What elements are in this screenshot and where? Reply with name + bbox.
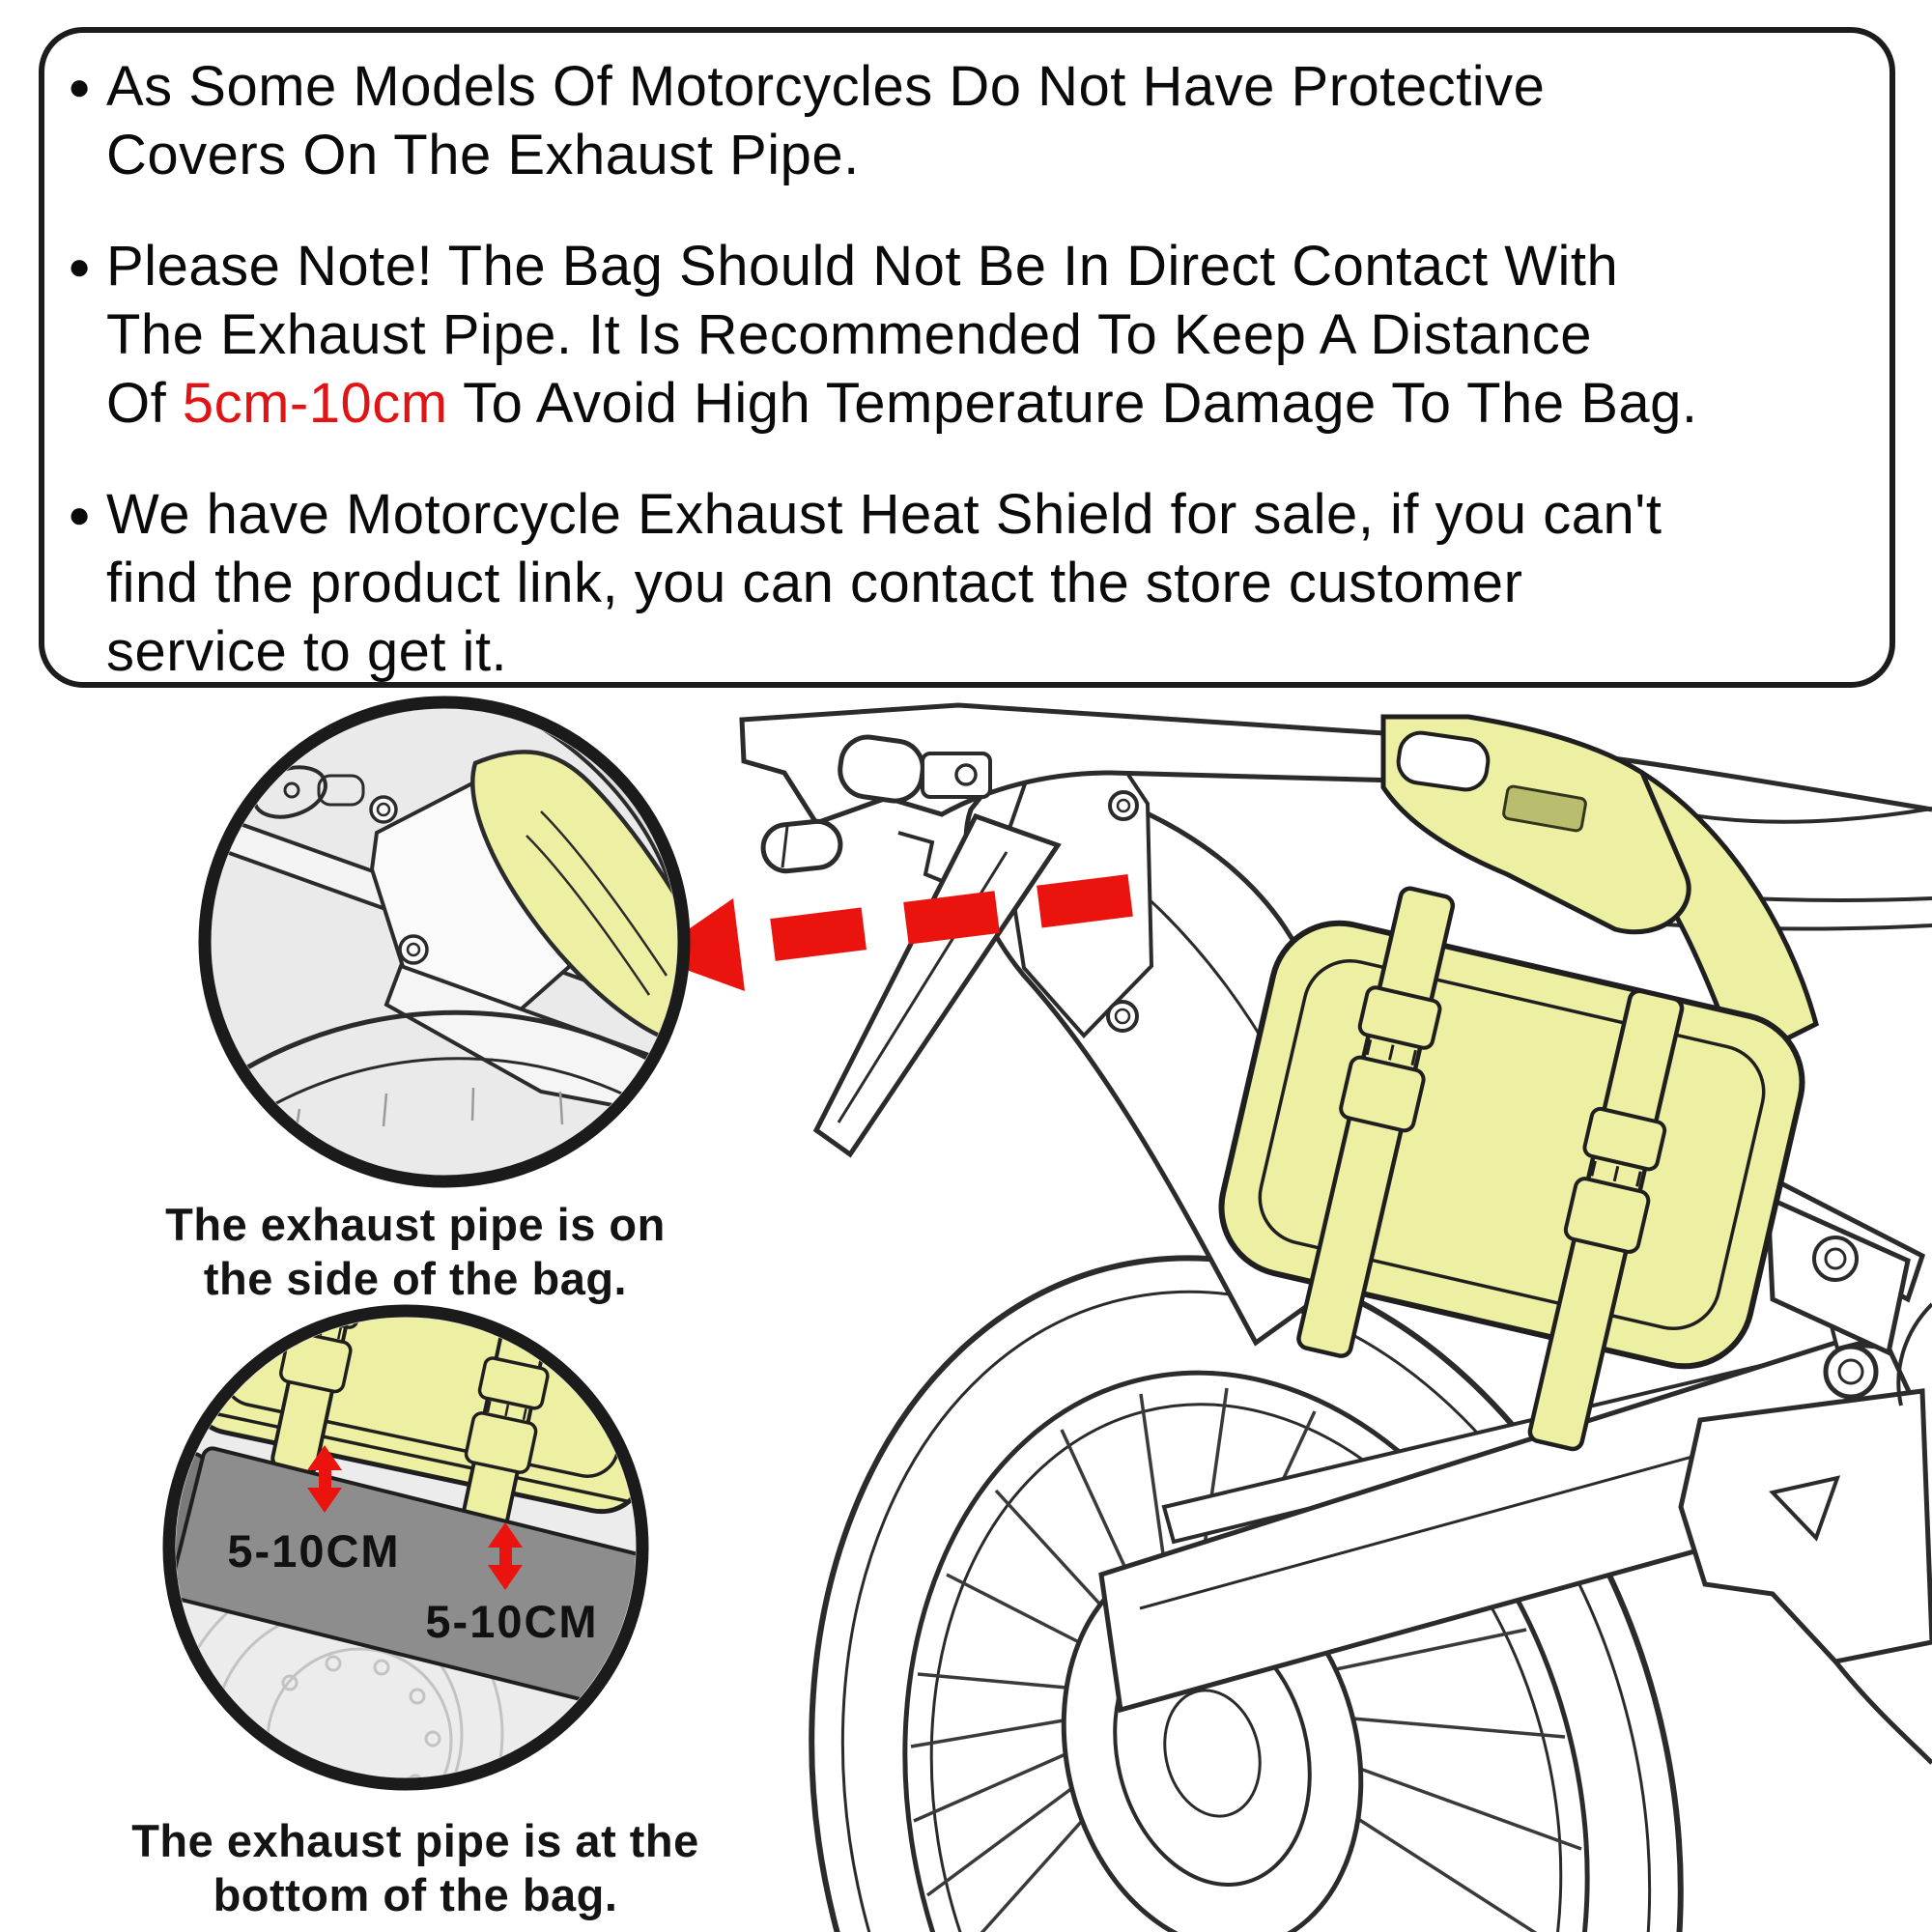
exhaust-pipe-body: [176, 1446, 636, 1714]
red-double-arrow-icon: [488, 1522, 523, 1590]
distance-label-2: 5-10CM: [425, 1596, 598, 1647]
main-motorcycle-drawing: [649, 702, 1932, 1932]
bag-brand-label: [1502, 784, 1587, 833]
strap-buckle: [1563, 1177, 1651, 1254]
bullet-dot-icon: ●: [68, 245, 92, 288]
notice-bullet-2-text: Please Note! The Bag Should Not Be In Di…: [106, 232, 1698, 438]
notice-bullet-1: ● As Some Models Of Motorcycles Do Not H…: [68, 52, 1870, 189]
notice-bullet-3: ● We have Motorcycle Exhaust Heat Shield…: [68, 480, 1870, 686]
rim-inner: [929, 1403, 1563, 1932]
strap-buckle: [279, 1330, 353, 1394]
notice-bullet-2: ● Please Note! The Bag Should Not Be In …: [68, 232, 1870, 438]
strap-buckle: [464, 1411, 538, 1474]
notice-bullet-3-text: We have Motorcycle Exhaust Heat Shield f…: [106, 483, 1662, 683]
notice-box: ● As Some Models Of Motorcycles Do Not H…: [39, 27, 1895, 688]
tire-inner-edge: [840, 1290, 1652, 1932]
distance-highlight: 5cm-10cm: [182, 372, 448, 435]
exhaust-heat-shield-highlight: [470, 750, 677, 1048]
axle-pivot-bolt: [1823, 1344, 1879, 1400]
bag-carry-handle: [1396, 730, 1491, 792]
turn-signal: [838, 734, 925, 804]
strap-buckle: [1357, 985, 1442, 1050]
bag-body-group: [1218, 886, 1805, 1452]
saddle-bag: [1218, 714, 1819, 1452]
notice-bullet-2-prefix: Please Note! The Bag Should Not Be In Di…: [106, 235, 1619, 435]
inset-bottom-caption: The exhaust pipe is at the bottom of the…: [131, 1815, 699, 1920]
turn-signal: [760, 818, 843, 874]
bullet-dot-icon: ●: [68, 494, 92, 536]
strap-buckle: [477, 1356, 550, 1410]
bag-body-seam: [1258, 958, 1766, 1331]
notice-bullet-1-text: As Some Models Of Motorcycles Do Not Hav…: [106, 55, 1546, 186]
inset-side-caption: The exhaust pipe is on the side of the b…: [165, 1199, 666, 1304]
red-dashed-arrow-icon: [649, 872, 1148, 991]
red-double-arrow-icon: [307, 1445, 342, 1513]
bullet-dot-icon: ●: [68, 66, 92, 108]
distance-label-1: 5-10CM: [227, 1525, 400, 1577]
strap-buckle: [1582, 1106, 1667, 1172]
inset-bottom-circle: 5-10CM 5-10CM: [162, 1304, 649, 1791]
mudflap: [812, 812, 1062, 1158]
strap-buckle: [1339, 1055, 1426, 1133]
inset-side-circle: [198, 696, 691, 1188]
tail-section: [739, 702, 1402, 1158]
notice-bullet-2-suffix: To Avoid High Temperature Damage To The …: [447, 372, 1698, 435]
tire-arc: [212, 1009, 677, 1137]
